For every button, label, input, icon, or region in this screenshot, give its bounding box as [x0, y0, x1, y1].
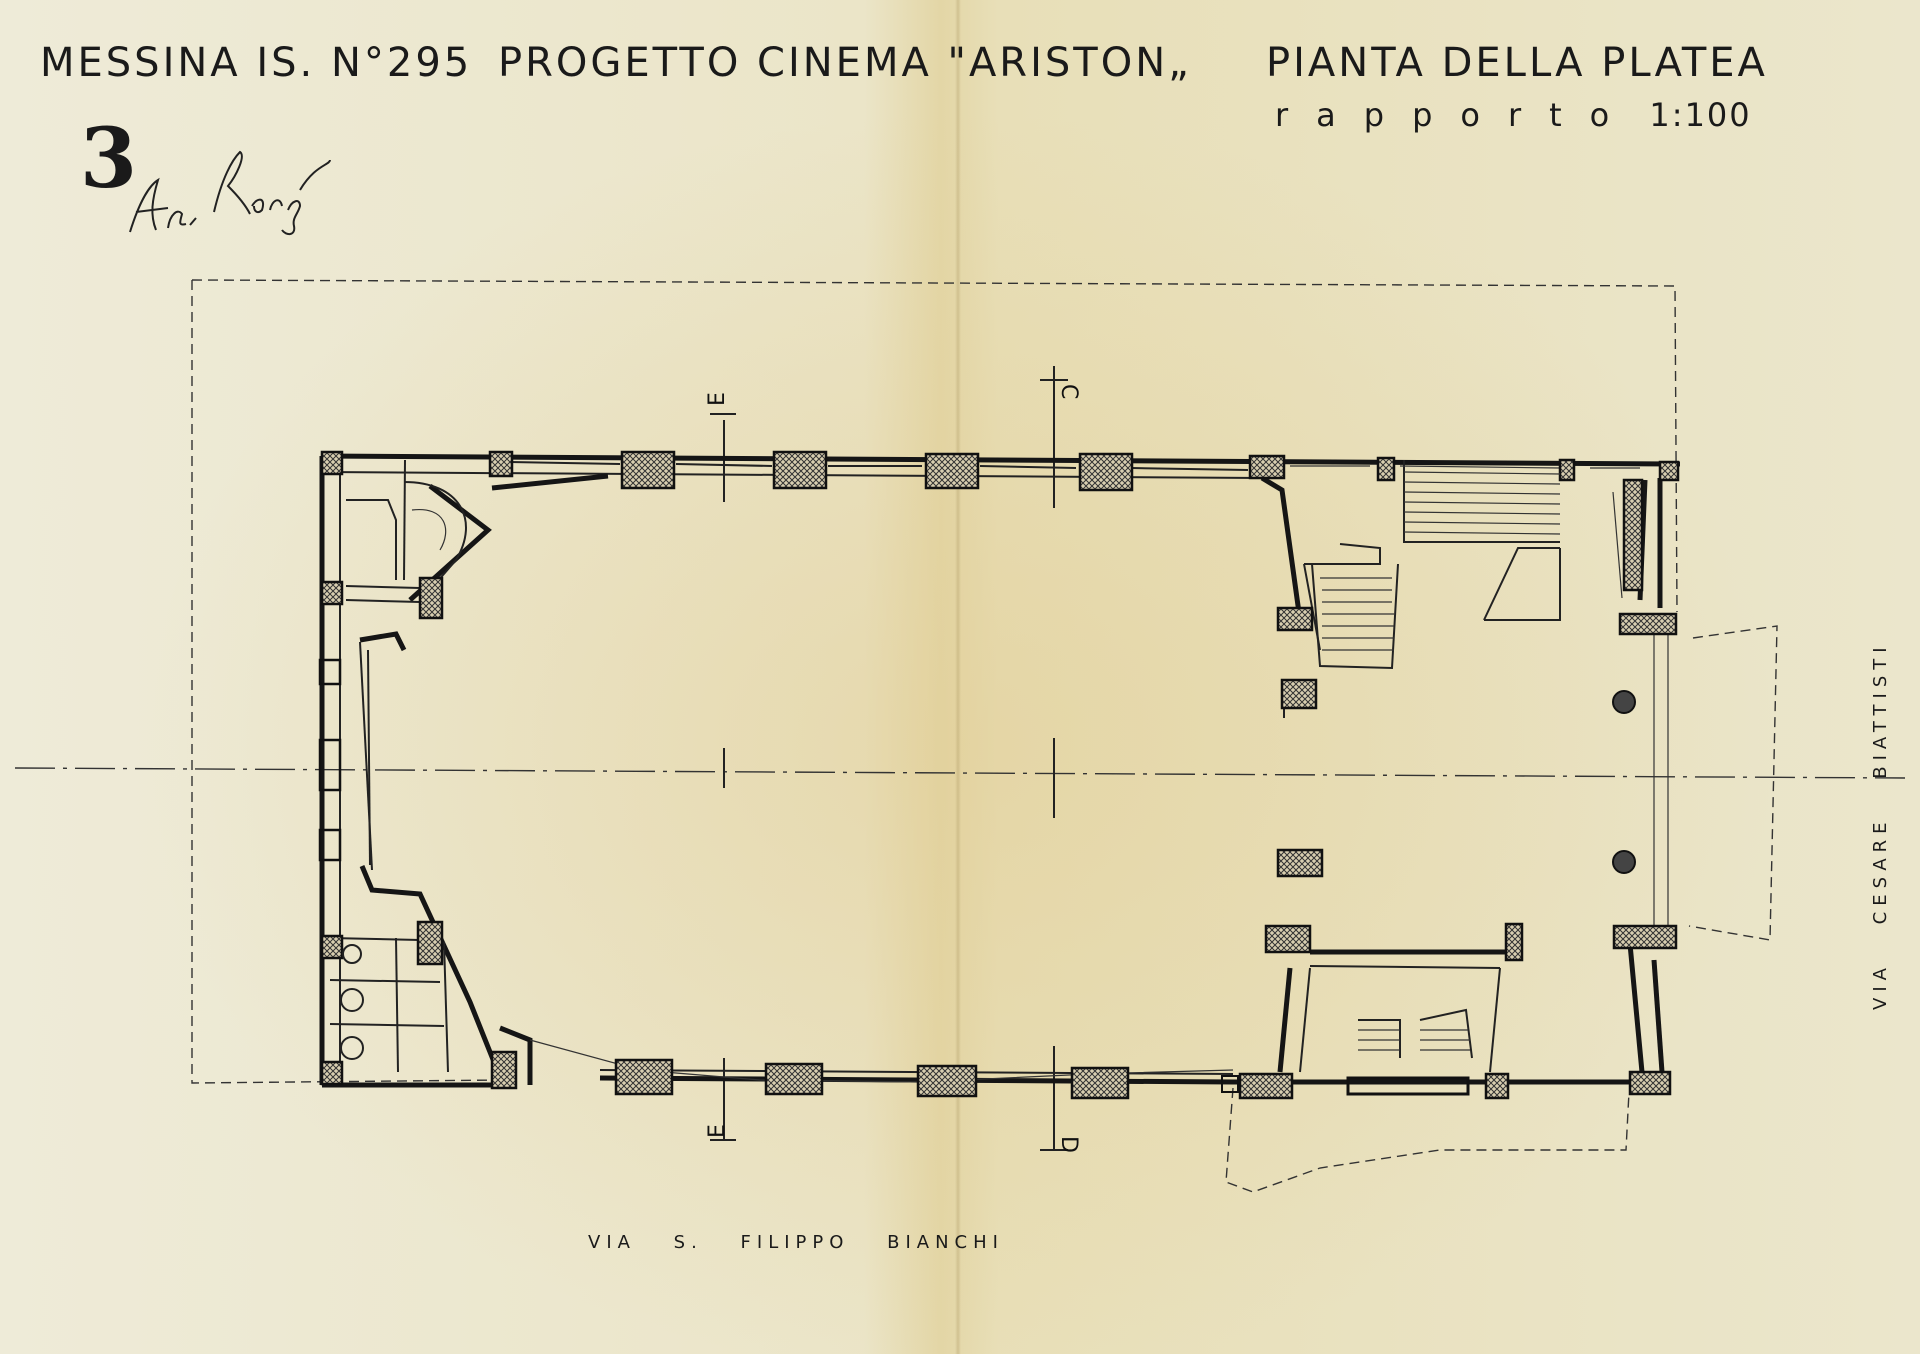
section-d-bottom-label: D [1056, 1136, 1081, 1153]
property-line [191, 279, 1778, 1193]
scale-word: rapporto [1275, 96, 1638, 134]
left-wall-panels [318, 658, 1470, 1096]
section-e-bottom-label: E [705, 1124, 730, 1138]
street-label-right: VIA CESARE BIATTISTI [1870, 641, 1891, 1010]
section-line-e [710, 413, 736, 1141]
project-title: PROGETTO CINEMA "ARISTON„ [498, 40, 1192, 86]
section-line-cd [1040, 366, 1068, 1151]
center-axis [14, 767, 1906, 779]
project-ref: MESSINA IS. N°295 [40, 40, 473, 86]
sheet-number: 3 [80, 111, 138, 207]
paper-fold [955, 0, 961, 1354]
structural-pillars [320, 450, 1680, 1100]
sheet-title: PIANTA DELLA PLATEA [1266, 40, 1768, 86]
scale-value: 1:100 [1649, 96, 1752, 134]
street-label-bottom: VIA S. FILIPPO BIANCHI [588, 1232, 1004, 1253]
round-columns [340, 690, 1636, 1060]
stair-treads [1320, 471, 1561, 1051]
section-e-top-label: E [705, 392, 730, 406]
top-windows [509, 461, 1640, 471]
architect-signature [129, 150, 331, 236]
section-c-top-label: C [1056, 384, 1081, 399]
scale-note: rapporto 1:100 [1275, 96, 1752, 134]
